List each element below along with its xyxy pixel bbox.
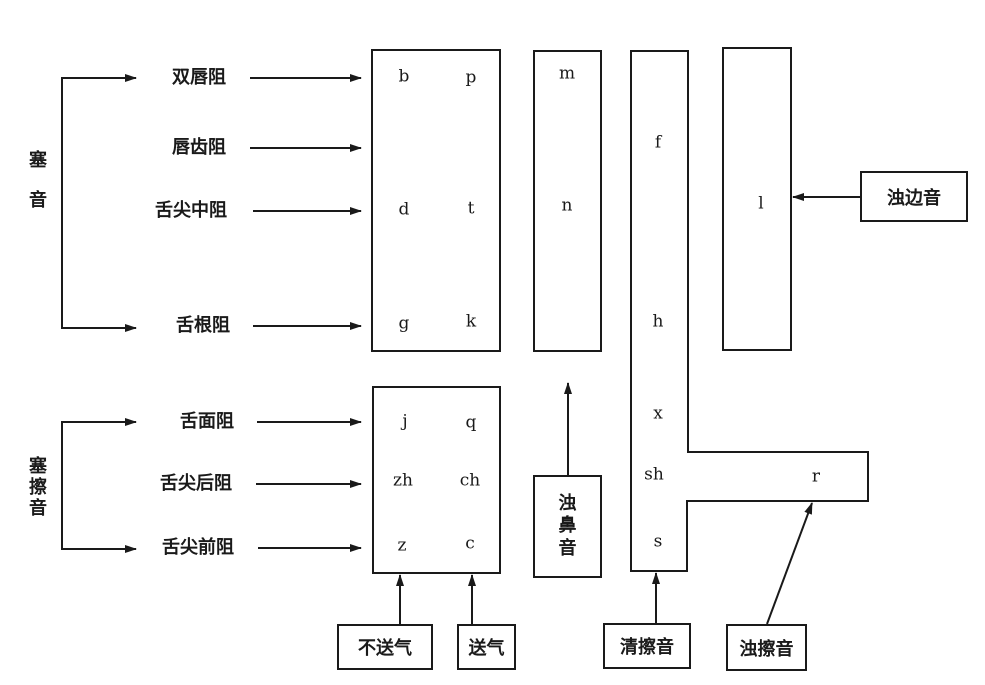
consonant-x: x [653, 403, 663, 424]
arrow-voiced-fricative [766, 502, 813, 625]
voiced-nasal-char: 浊 [558, 492, 577, 514]
consonant-r: r [811, 466, 821, 487]
consonant-c: c [465, 533, 475, 554]
consonant-t: t [467, 198, 475, 219]
affricate-group-label: 塞 擦 音 [28, 458, 48, 518]
consonant-ch: ch [459, 470, 481, 491]
unaspirated-box: 不送气 [337, 624, 433, 670]
voiced-nasal-char: 鼻 [558, 515, 577, 537]
place-palatal: 舌面阻 [180, 411, 234, 432]
consonant-zh: zh [393, 470, 413, 491]
lateral-box [722, 47, 792, 351]
consonant-h: h [652, 311, 664, 332]
place-retroflex: 舌尖后阻 [160, 473, 232, 494]
consonant-sh: sh [644, 464, 664, 485]
consonant-p: p [465, 67, 477, 88]
place-alveolar: 舌尖中阻 [155, 200, 227, 221]
stop-bracket [61, 77, 136, 329]
aspirated-box: 送气 [457, 624, 516, 670]
consonant-n: n [561, 195, 573, 216]
voiced-nasal-char: 音 [558, 537, 577, 559]
consonant-m: m [558, 63, 576, 84]
affricate-box [372, 386, 501, 574]
stop-box [371, 49, 501, 352]
voiceless-fricative-box: 清擦音 [603, 623, 691, 669]
consonant-g: g [398, 313, 410, 334]
consonant-f: f [654, 132, 662, 153]
consonant-z: z [397, 535, 407, 556]
fricative-t-shape [630, 50, 869, 572]
nasal-box [533, 50, 602, 352]
voiced-fricative-box: 浊擦音 [726, 624, 807, 671]
consonant-d: d [398, 199, 410, 220]
consonant-k: k [465, 311, 477, 332]
voiced-lateral-box: 浊边音 [860, 171, 968, 222]
voiced-nasal-box: 浊 鼻 音 [533, 475, 602, 578]
place-velar: 舌根阻 [176, 315, 230, 336]
stop-label-char: 音 [29, 190, 47, 211]
place-labiodental: 唇齿阻 [172, 137, 226, 158]
affricate-label-char: 塞 [29, 456, 47, 477]
stop-group-label: 塞 音 [28, 152, 48, 210]
consonant-s: s [653, 531, 663, 552]
affricate-bracket [61, 421, 136, 550]
consonant-q: q [465, 412, 477, 433]
consonant-j: j [402, 411, 408, 432]
stop-label-char: 塞 [29, 150, 47, 171]
consonant-l: l [758, 193, 764, 214]
place-bilabial: 双唇阻 [172, 67, 226, 88]
place-dental: 舌尖前阻 [162, 537, 234, 558]
affricate-label-char: 擦 [29, 477, 47, 498]
consonant-b: b [398, 66, 410, 87]
affricate-label-char: 音 [29, 498, 47, 519]
